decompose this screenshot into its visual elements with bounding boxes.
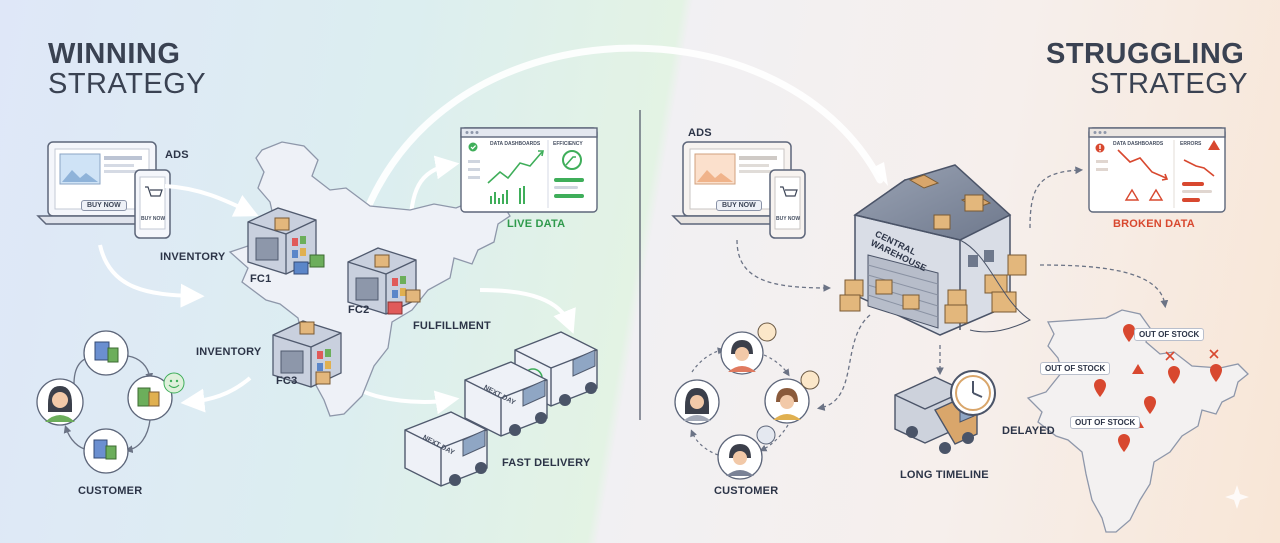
buy-now-button-2[interactable]: BUY NOW [716, 200, 762, 211]
arrow-to-fast-delivery [359, 388, 460, 415]
arrow-to-customer [180, 376, 252, 413]
arrow-ads-to-warehouse [736, 239, 832, 292]
fc1-building [247, 207, 325, 275]
arrow-ads-to-inventory [164, 184, 259, 217]
ads-label: ADS [165, 149, 189, 161]
out-of-stock-tag-2: OUT OF STOCK [1040, 362, 1111, 375]
fast-delivery-label: FAST DELIVERY [502, 457, 591, 469]
ads-label-2: ADS [688, 127, 712, 139]
dashboard-title: DATA DASHBOARDS [490, 141, 541, 147]
arrow-to-vans [479, 288, 576, 334]
fc2-label: FC2 [348, 304, 370, 316]
smiley-icon [163, 372, 185, 394]
errors-title: ERRORS [1180, 141, 1202, 147]
arrow-to-broken-data [1029, 166, 1084, 229]
dashboard-title-2: DATA DASHBOARDS [1113, 141, 1164, 147]
question-bubble-icon [757, 322, 777, 342]
map-pins [1094, 324, 1222, 452]
inventory-label-2: INVENTORY [196, 346, 262, 358]
struggling-title-line1: STRUGGLING [1046, 38, 1245, 70]
clock-icon [950, 370, 996, 416]
delayed-label: DELAYED [1002, 425, 1055, 437]
phone-icon-2 [769, 169, 806, 239]
fulfillment-label: FULFILLMENT [413, 320, 491, 332]
broken-dashboard-icon [1088, 127, 1226, 213]
fc1-label: FC1 [250, 273, 272, 285]
buy-now-phone-button-2[interactable]: BUY NOW [776, 216, 801, 222]
question-bubble-icon-3 [756, 425, 776, 445]
buy-now-phone-button[interactable]: BUY NOW [141, 216, 166, 222]
fc3-building [272, 320, 342, 388]
x-marks [1165, 349, 1219, 361]
long-timeline-label: LONG TIMELINE [900, 469, 989, 481]
fc3-label: FC3 [276, 375, 298, 387]
efficiency-title: EFFICIENCY [553, 141, 583, 147]
laptop-icon-2 [671, 141, 803, 225]
buy-now-button[interactable]: BUY NOW [81, 200, 127, 211]
question-bubble-icon-2 [800, 370, 820, 390]
arrow-to-customer [816, 314, 871, 411]
customer-label-struggle: CUSTOMER [714, 485, 779, 497]
arrow-to-map [1039, 264, 1169, 309]
laptop-icon [36, 141, 168, 225]
fc2-building [347, 247, 421, 315]
live-dashboard-icon [460, 127, 598, 213]
broken-data-label: BROKEN DATA [1113, 218, 1195, 230]
van-icon-2 [464, 361, 548, 437]
live-data-label: LIVE DATA [507, 218, 566, 230]
sparkle-icon [1225, 485, 1249, 509]
transition-arc [351, 44, 884, 249]
out-of-stock-tag-1: OUT OF STOCK [1134, 328, 1205, 341]
customer-cycle-win [36, 330, 185, 474]
transition-arrowhead [872, 162, 888, 186]
inventory-label-1: INVENTORY [160, 251, 226, 263]
winning-title-line1: WINNING [48, 38, 181, 70]
winning-title-line2: STRATEGY [48, 68, 207, 100]
phone-icon [134, 169, 171, 239]
customer-cycle-struggle [674, 322, 820, 480]
arrow-ads-to-map [98, 244, 205, 308]
central-warehouse-building [839, 164, 1031, 336]
out-of-stock-tag-3: OUT OF STOCK [1070, 416, 1141, 429]
customer-label-win: CUSTOMER [78, 485, 143, 497]
van-icon-3 [404, 411, 488, 487]
struggling-title-line2: STRATEGY [1090, 68, 1249, 100]
